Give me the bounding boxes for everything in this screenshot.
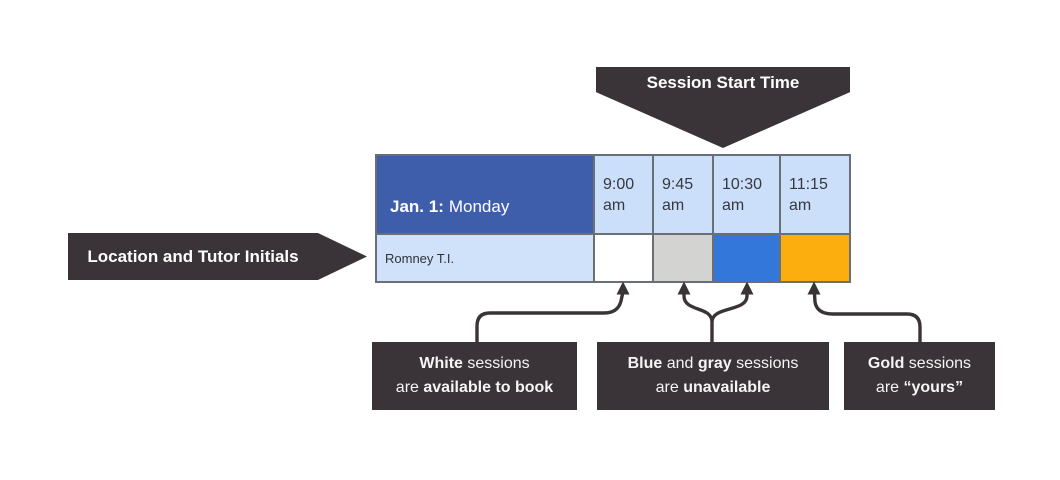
tutor-row-label: Romney T.I. [377,235,595,283]
arrowhead-gold-cell [807,281,821,295]
connector-gold-cell [812,292,922,345]
note-line: are available to book [395,379,554,396]
note-white-sessions: White sessions are available to book [372,342,577,410]
note-blue-gray-sessions: Blue and gray sessions are unavailable [597,342,829,410]
session-start-time-callout: Session Start Time [596,67,850,148]
arrowhead-white-cell [616,281,630,295]
note-line: are “yours” [875,379,964,396]
note-line: are unavailable [655,379,771,396]
time-meridiem: am [789,196,812,214]
time-meridiem: am [603,196,626,214]
session-cell-yours-gold [781,235,851,283]
arrowhead-blue-cell [740,281,754,295]
location-tutor-initials-label: Location and Tutor Initials [87,246,299,266]
note-gold-sessions: Gold sessions are “yours” [844,342,995,410]
time-value: 9:00 [603,175,635,193]
date-header-cell: Jan. 1:Monday [377,156,595,235]
note-line: Gold sessions [867,355,972,372]
time-meridiem: am [722,196,745,214]
time-value: 9:45 [662,175,694,193]
session-cell-unavailable-gray [654,235,714,283]
session-cell-available [595,235,654,283]
connector-white-cell [475,292,625,345]
session-start-time-label: Session Start Time [646,73,800,92]
time-value: 11:15 [789,175,828,193]
time-header-10-30: 10:30 am [714,156,781,235]
schedule-table: Jan. 1:Monday 9:00 am 9:45 am 10:30 am 1… [375,154,851,283]
note-line: White sessions [419,355,530,372]
time-header-9-45: 9:45 am [654,156,714,235]
location-tutor-initials-callout: Location and Tutor Initials [68,233,367,280]
arrowhead-gray-cell [677,281,691,295]
session-cell-unavailable-blue [714,235,781,283]
time-value: 10:30 [722,175,763,193]
time-header-11-15: 11:15 am [781,156,851,235]
time-header-9-00: 9:00 am [595,156,654,235]
time-meridiem: am [662,196,685,214]
note-line: Blue and gray sessions [627,355,799,372]
connector-gray-blue-fork [682,292,749,345]
